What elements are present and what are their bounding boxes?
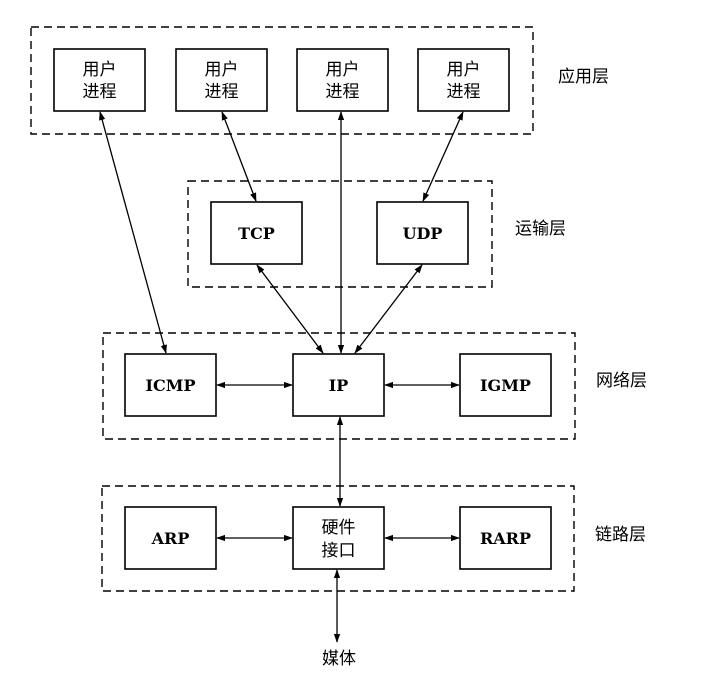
svg-text:ARP: ARP bbox=[151, 529, 190, 548]
arrow-process4-udp bbox=[422, 111, 464, 202]
transport-layer-label: 运输层 bbox=[515, 219, 566, 239]
svg-text:IGMP: IGMP bbox=[480, 376, 531, 395]
ip-box: IP bbox=[292, 353, 385, 417]
svg-text:用户: 用户 bbox=[326, 60, 360, 80]
arrow-process2-tcp bbox=[221, 111, 257, 202]
svg-text:进程: 进程 bbox=[205, 82, 239, 102]
svg-text:接口: 接口 bbox=[322, 541, 356, 561]
hardware-interface-box: 硬件 接口 bbox=[292, 506, 385, 570]
arrow-process1-icmp bbox=[99, 111, 167, 354]
user-process-box-2: 用户 进程 bbox=[175, 48, 268, 112]
svg-text:IP: IP bbox=[329, 376, 349, 395]
svg-text:用户: 用户 bbox=[447, 60, 481, 80]
svg-text:ICMP: ICMP bbox=[146, 376, 196, 395]
svg-text:TCP: TCP bbox=[238, 224, 275, 243]
arrow-udp-ip bbox=[354, 264, 423, 354]
svg-text:UDP: UDP bbox=[403, 224, 443, 243]
application-layer-label: 应用层 bbox=[558, 67, 609, 87]
network-layer-label: 网络层 bbox=[596, 371, 647, 391]
arrow-tcp-ip bbox=[256, 264, 324, 354]
user-process-box-3: 用户 进程 bbox=[296, 48, 389, 112]
svg-text:用户: 用户 bbox=[83, 60, 117, 80]
svg-text:RARP: RARP bbox=[480, 529, 531, 548]
application-layer-group bbox=[30, 26, 534, 135]
media-label: 媒体 bbox=[322, 649, 356, 669]
arp-box: ARP bbox=[124, 506, 217, 570]
svg-text:进程: 进程 bbox=[83, 82, 117, 102]
user-process-box-4: 用户 进程 bbox=[417, 48, 510, 112]
rarp-box: RARP bbox=[459, 506, 552, 570]
icmp-box: ICMP bbox=[124, 353, 217, 417]
igmp-box: IGMP bbox=[459, 353, 552, 417]
link-layer-label: 链路层 bbox=[595, 525, 646, 545]
svg-text:进程: 进程 bbox=[447, 82, 481, 102]
svg-text:硬件: 硬件 bbox=[322, 518, 356, 538]
svg-text:用户: 用户 bbox=[205, 60, 239, 80]
udp-box: UDP bbox=[376, 201, 469, 265]
svg-text:进程: 进程 bbox=[326, 82, 360, 102]
user-process-box-1: 用户 进程 bbox=[53, 48, 146, 112]
tcp-box: TCP bbox=[210, 201, 303, 265]
